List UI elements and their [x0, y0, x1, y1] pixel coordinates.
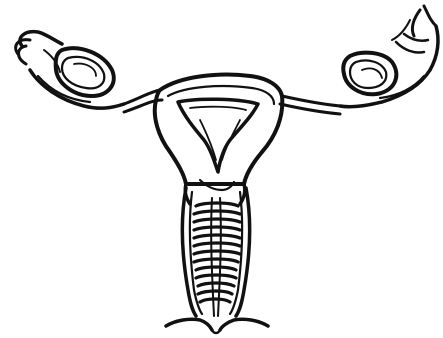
right-ovary — [343, 53, 396, 95]
vaginal-opening — [166, 319, 268, 333]
left-fallopian-tube — [16, 32, 162, 112]
vaginal-rugae — [194, 203, 240, 302]
right-fallopian-tube — [280, 6, 438, 114]
endometrial-cavity — [178, 99, 258, 172]
left-ovary — [56, 48, 114, 96]
drawing-strokes — [16, 6, 438, 333]
vaginal-canal — [182, 188, 249, 316]
